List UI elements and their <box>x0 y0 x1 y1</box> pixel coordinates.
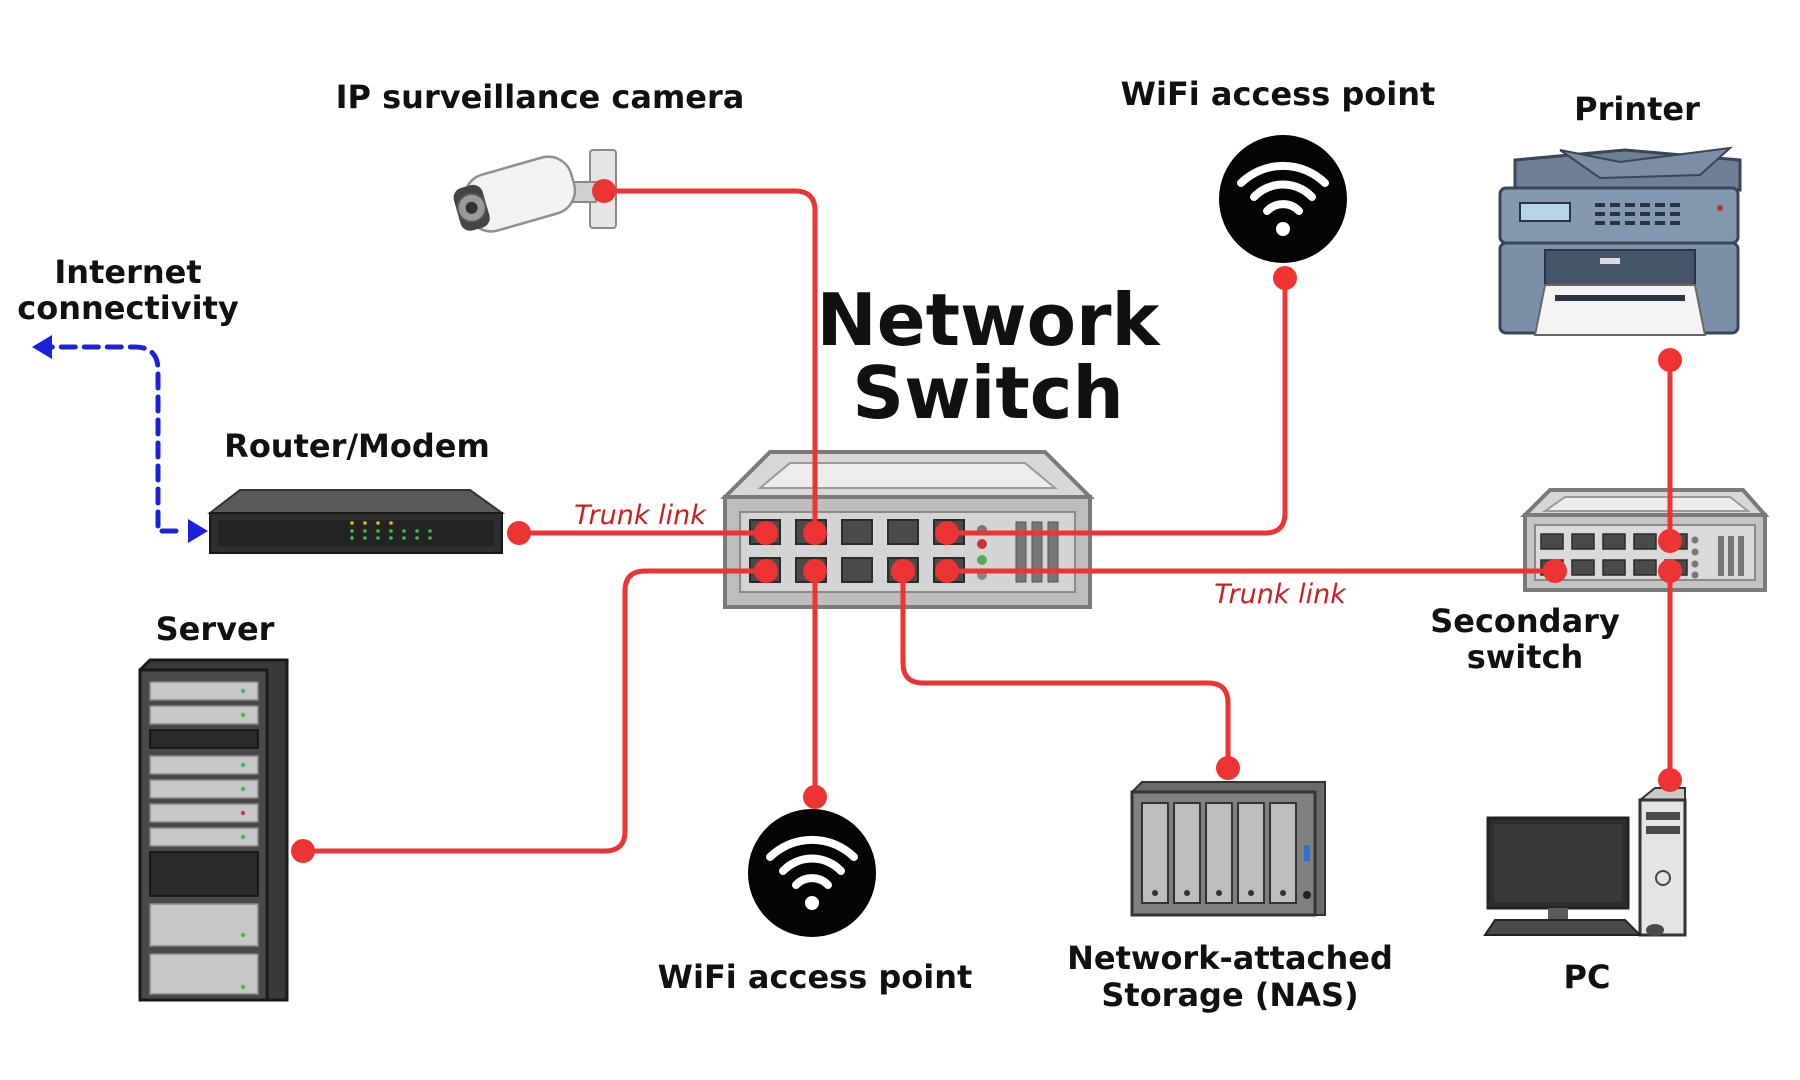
camera-label: IP surveillance camera <box>336 78 745 116</box>
trunk-link-label-left: Trunk link <box>574 500 707 531</box>
cctv-camera-icon <box>453 149 617 233</box>
wire-nas <box>900 568 1231 771</box>
wire-wifi-top <box>944 275 1288 536</box>
wire-camera <box>601 188 818 536</box>
wifi-bottom-label: WiFi access point <box>658 958 973 996</box>
nas-label-line2: Storage (NAS) <box>1101 976 1358 1014</box>
printer-icon <box>1498 146 1742 336</box>
main-switch-icon <box>720 450 1095 609</box>
wifi-top-label: WiFi access point <box>1121 75 1436 113</box>
wifi-icon <box>1219 135 1347 263</box>
internet-arrow-left-icon <box>32 335 52 359</box>
title-line2: Switch <box>852 351 1123 435</box>
secondary-switch-label-line1: Secondary <box>1430 602 1620 640</box>
nas-storage-icon <box>1130 781 1326 917</box>
printer-label: Printer <box>1574 90 1700 128</box>
desktop-pc-icon <box>1483 787 1687 937</box>
trunk-link-label-right: Trunk link <box>1214 579 1347 610</box>
router-label: Router/Modem <box>224 427 490 465</box>
wifi-icon <box>748 809 876 937</box>
nas-label-line1: Network-attached <box>1067 939 1393 977</box>
wire-internet <box>45 344 179 534</box>
internet-label-line2: connectivity <box>17 289 239 327</box>
connection-dots <box>291 179 1682 863</box>
pc-label: PC <box>1564 958 1611 996</box>
router-icon <box>207 489 506 554</box>
wire-server <box>300 568 769 854</box>
connection-wires <box>45 188 1673 854</box>
secondary-switch-label-line2: switch <box>1467 638 1584 676</box>
server-label: Server <box>156 610 275 648</box>
server-rack-icon <box>138 658 289 1002</box>
title-line1: Network <box>817 278 1162 362</box>
internet-arrow-right-icon <box>188 519 208 543</box>
internet-label-line1: Internet <box>54 253 201 291</box>
